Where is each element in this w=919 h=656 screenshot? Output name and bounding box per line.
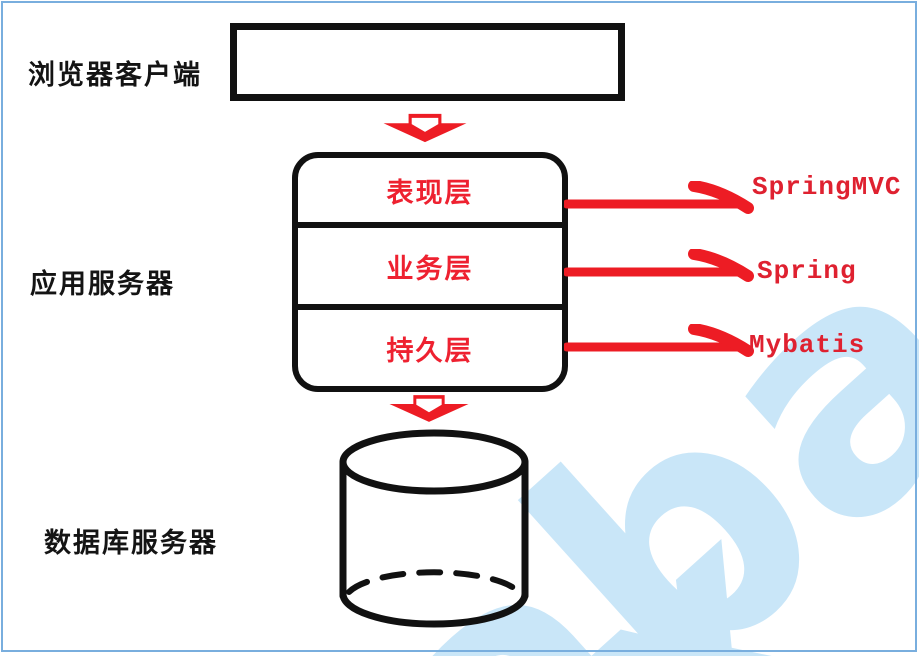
framework-label-spring: Spring (757, 256, 857, 286)
db-server-label: 数据库服务器 (44, 528, 218, 559)
app-server-box: 表现层 业务层 持久层 (292, 152, 568, 392)
arrow-to-springmvc-icon (564, 181, 754, 214)
down-arrow-icon (389, 395, 469, 422)
database-cylinder-icon (339, 429, 529, 628)
framework-label-springmvc: SpringMVC (752, 172, 902, 202)
browser-client-label: 浏览器客户端 (28, 60, 202, 91)
framework-label-mybatis: Mybatis (749, 330, 866, 360)
arrow-to-spring-icon (564, 249, 754, 282)
browser-box (230, 23, 625, 101)
down-arrow-icon (383, 113, 467, 143)
app-server-label: 应用服务器 (30, 269, 175, 300)
layer-row-business: 业务层 (298, 228, 562, 310)
layer-row-presentation: 表现层 (298, 158, 562, 228)
layer-row-persistence: 持久层 (386, 335, 474, 367)
arrow-to-mybatis-icon (564, 324, 754, 357)
